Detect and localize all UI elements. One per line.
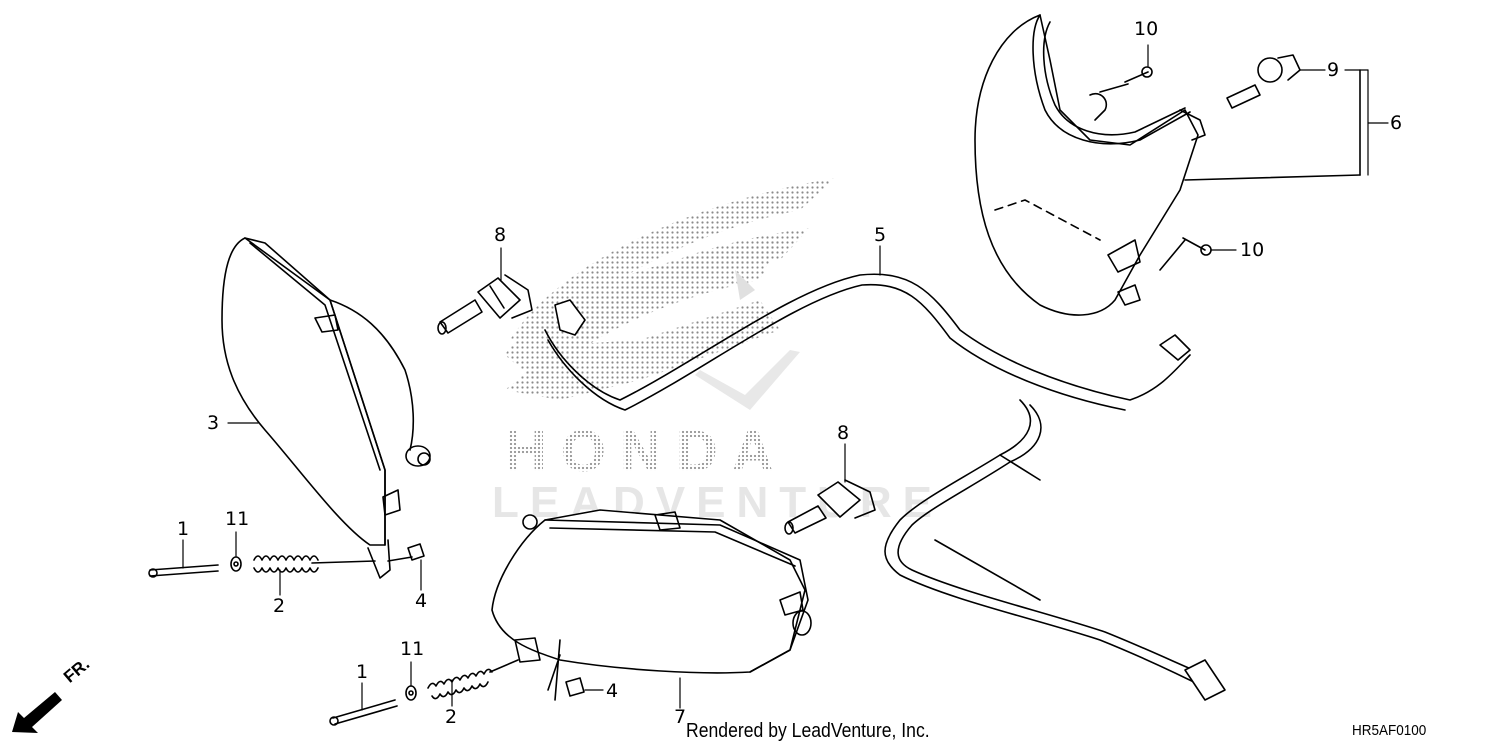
- wire-harness: [544, 273, 1226, 701]
- callout-1-right[interactable]: 1: [356, 661, 369, 683]
- callout-2-left[interactable]: 2: [273, 595, 286, 617]
- diagram-code: HR5AF0100: [1352, 722, 1427, 739]
- callout-4-left[interactable]: 4: [415, 590, 428, 612]
- upper-light-assembly: [974, 14, 1361, 316]
- callout-10-bottom[interactable]: 10: [1240, 239, 1265, 261]
- callout-4-right[interactable]: 4: [606, 680, 619, 702]
- callout-1-left[interactable]: 1: [177, 518, 190, 540]
- screws: [1099, 66, 1212, 271]
- honda-watermark: HONDA: [505, 419, 788, 484]
- callout-9[interactable]: 9: [1327, 59, 1340, 81]
- render-credit: Rendered by LeadVenture, Inc.: [686, 720, 930, 742]
- callout-10-top[interactable]: 10: [1134, 18, 1159, 40]
- headlight-left: [221, 237, 431, 579]
- callout-5[interactable]: 5: [874, 224, 887, 246]
- callout-8-top[interactable]: 8: [494, 224, 507, 246]
- callout-11-left[interactable]: 11: [225, 508, 250, 530]
- bulb-lower: [784, 479, 876, 535]
- callout-11-right[interactable]: 11: [400, 638, 425, 660]
- fastener-set-right: [329, 659, 585, 726]
- callout-8-lower[interactable]: 8: [837, 422, 850, 444]
- callout-6[interactable]: 6: [1390, 112, 1403, 134]
- callout-2-right[interactable]: 2: [445, 706, 458, 728]
- socket-bulb: [1226, 54, 1301, 109]
- callout-7[interactable]: 7: [674, 706, 687, 728]
- headlight-right: [491, 509, 812, 701]
- front-direction-arrow: [12, 692, 62, 733]
- fastener-set-left: [148, 543, 425, 578]
- leader-lines: [182, 44, 1389, 711]
- bulb-top: [437, 274, 533, 335]
- callout-3[interactable]: 3: [207, 412, 220, 434]
